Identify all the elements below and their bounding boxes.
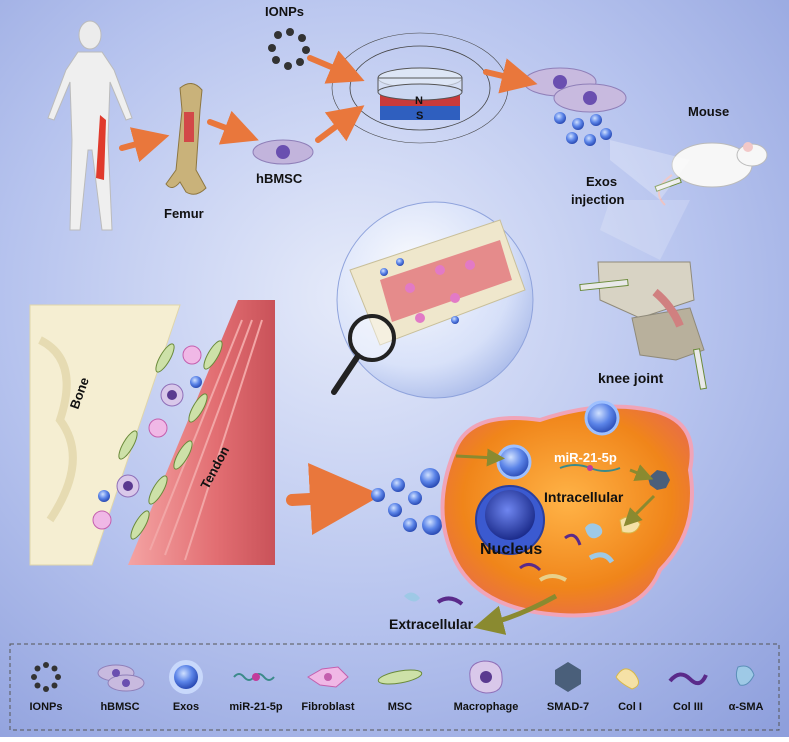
flow-arrow-middle [286, 463, 382, 535]
mir-label: miR-21-5p [554, 450, 617, 465]
msc-icon [377, 669, 423, 685]
fibroblast-icon [307, 666, 349, 688]
legend-label: Col III [673, 701, 703, 713]
exos-injection-label-1: Exos [586, 174, 617, 189]
femur-label: Femur [164, 206, 204, 221]
mouse-icon [657, 142, 768, 206]
syringe-icon [654, 177, 682, 192]
smad7-icon [555, 662, 581, 692]
ionps-cluster [268, 28, 310, 70]
legend-label: α-SMA [729, 701, 764, 713]
magnified-bubble [336, 201, 534, 399]
knee-joint-label: knee joint [598, 370, 664, 386]
light-funnel-knee [600, 200, 690, 260]
interface-cells [92, 340, 223, 540]
legend-label: Macrophage [454, 701, 519, 713]
extracellular-arrow [473, 593, 558, 635]
hbmsc-icon [97, 664, 145, 692]
asma-icon [735, 665, 755, 686]
mirna-icon [233, 673, 275, 681]
extracellular-products [404, 592, 464, 606]
intracellular-label: Intracellular [544, 489, 624, 505]
legend-label: hBMSC [100, 701, 139, 713]
bone-tendon-panel [29, 300, 275, 566]
col3-icon [668, 672, 708, 686]
legend-label: MSC [388, 701, 413, 713]
col1-icon [615, 668, 639, 690]
hbmsc-label: hBMSC [256, 171, 303, 186]
legend-label: IONPs [29, 701, 62, 713]
exos-injection-label-2: injection [571, 192, 625, 207]
light-funnel-top [610, 140, 690, 200]
flow-arrows-top [119, 50, 538, 163]
knee-joint-icon [579, 261, 708, 390]
legend-label: Col I [618, 701, 642, 713]
legend: IONPs hBMSC Exos miR-21-5p Fibroblast MSC Macr… [9, 643, 780, 731]
legend-label: miR-21-5p [229, 701, 282, 713]
femur-bone-icon [165, 83, 207, 195]
human-body-icon [47, 20, 133, 231]
hbmsc-cell-icon [252, 139, 314, 165]
magnetic-dish-icon: N S [331, 32, 509, 144]
magnifying-glass-icon [331, 314, 396, 395]
exos-cluster-cell [371, 468, 442, 535]
mouse-label: Mouse [688, 104, 729, 119]
legend-label: Exos [173, 701, 199, 713]
macrophage-icon [469, 660, 503, 694]
ionps-label: IONPs [265, 4, 304, 19]
exos-icon [169, 660, 203, 694]
magnet-n-label: N [415, 95, 423, 107]
ionps-icon [31, 662, 61, 692]
cell-internal-arrows [455, 448, 656, 527]
legend-label: SMAD-7 [547, 701, 589, 713]
magnet-s-label: S [416, 110, 423, 122]
legend-label: Fibroblast [301, 701, 355, 713]
target-cell [440, 400, 694, 618]
extracellular-label: Extracellular [389, 616, 474, 632]
nucleus-label: Nucleus [480, 541, 542, 558]
exos-cluster-top [554, 112, 612, 146]
